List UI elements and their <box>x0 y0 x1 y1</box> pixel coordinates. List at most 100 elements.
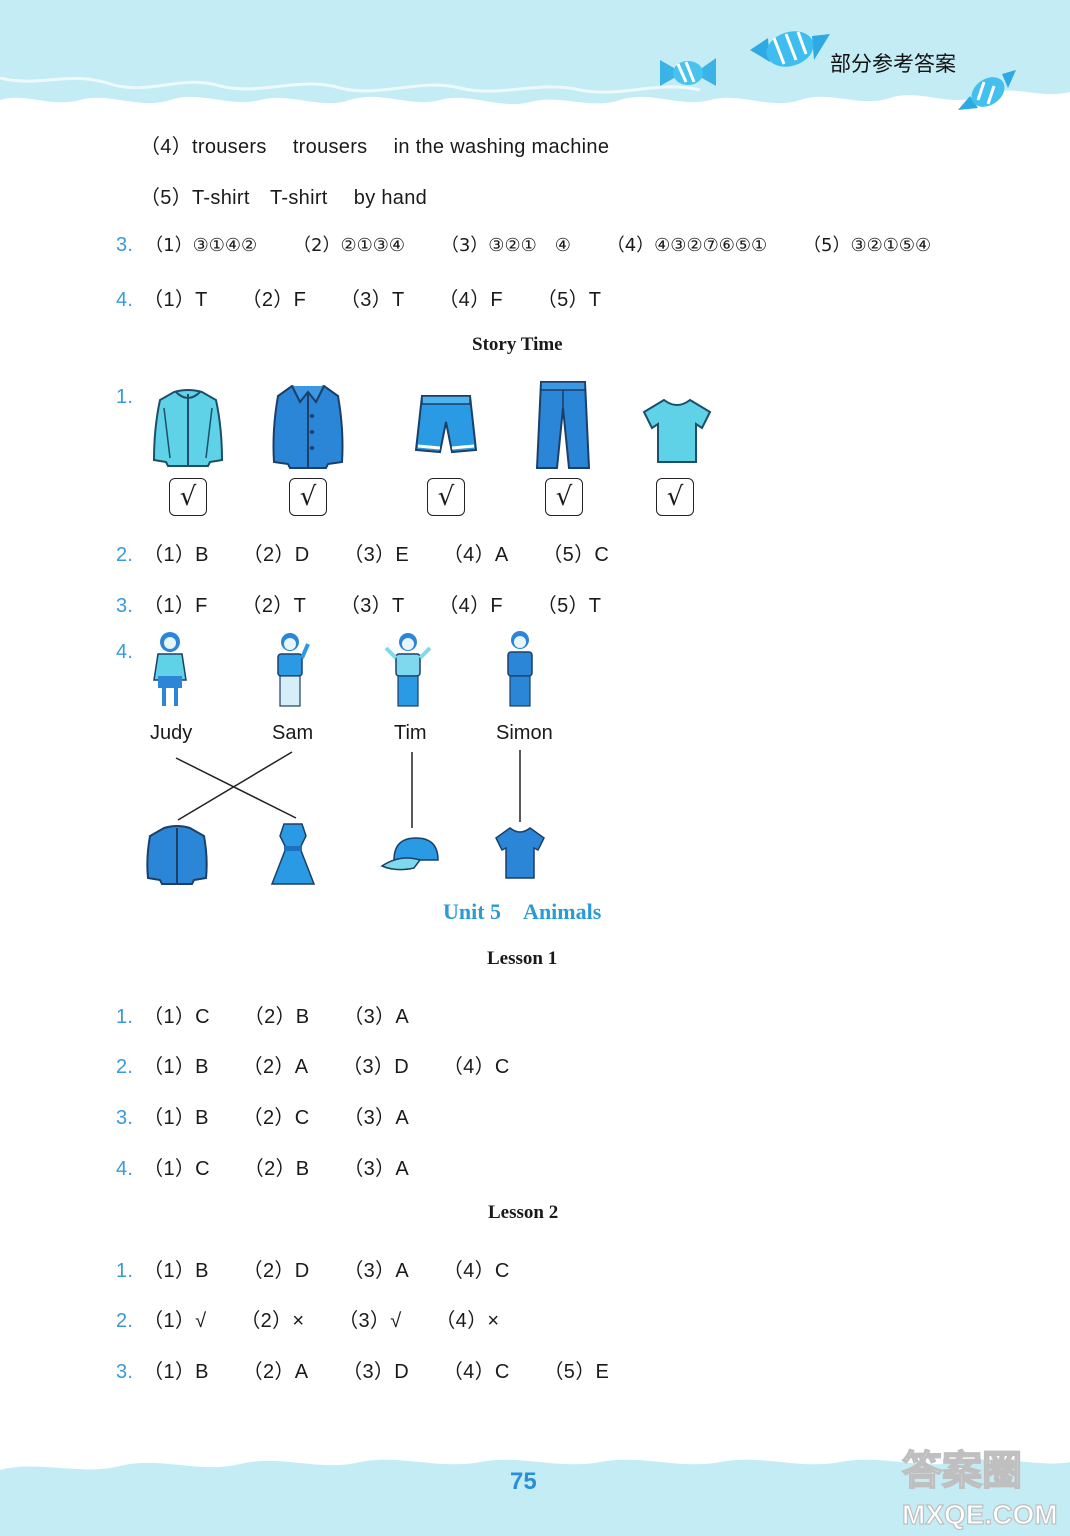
answer-row-l1-q1: 1. （1）C （2）B （3）A <box>116 1000 409 1029</box>
answer-item: （1）B <box>143 1361 209 1383</box>
footer-wave-band <box>0 1459 1070 1536</box>
check-mark: √ <box>299 482 317 512</box>
answer-item: （3）E <box>343 544 409 566</box>
answer-item: （3）A <box>343 1006 409 1028</box>
answer-item: （4）C <box>442 1260 510 1282</box>
answer-item: （5）E <box>543 1361 610 1383</box>
unit-title: Unit 5 Animals <box>443 899 602 924</box>
check-mark: √ <box>437 482 455 512</box>
answer-row-q4: 4. （1）T （2）F （3）T （4）F （5）T <box>116 283 601 312</box>
header-wave-band <box>0 0 1070 105</box>
answer-item: （1）C <box>143 1006 210 1028</box>
shorts-icon <box>414 395 478 454</box>
cap-icon <box>380 837 439 871</box>
candy-icon <box>958 70 1016 110</box>
question-number: 2. <box>116 1310 134 1332</box>
answer-row-q3: 3. （1）③①④② （2）②①③④ （3）③②① ④ （4）④③②⑦⑥⑤① （… <box>116 231 931 257</box>
question-number: 1. <box>116 1006 134 1028</box>
coat-icon <box>272 384 344 469</box>
answer-item: （2）A <box>242 1056 309 1078</box>
checkbox-checked: √ <box>289 478 327 516</box>
question-number: 3. <box>116 595 134 617</box>
answer-row-l1-q2: 2. （1）B （2）A （3）D （4）C <box>116 1050 510 1079</box>
answer-item: （3）T <box>339 595 405 617</box>
answer-item: （4）C <box>442 1056 510 1078</box>
answer-item: （1）√ <box>143 1310 207 1332</box>
answer-line-tshirt: （5）T-shirt T-shirt by hand <box>140 187 428 209</box>
answer-item: （5）T <box>536 289 602 311</box>
candy-icon <box>750 31 830 67</box>
lesson-title: Lesson 1 <box>487 948 558 969</box>
boy-figure-icon <box>384 633 432 707</box>
t-shirt-icon <box>642 398 712 463</box>
header-title: 部分参考答案 <box>830 52 956 76</box>
answer-item: （2）A <box>242 1361 309 1383</box>
question-number: 1. <box>116 1260 134 1282</box>
answer-item: （3）D <box>342 1056 409 1078</box>
answer-item: （3）③②① ④ <box>440 235 571 256</box>
checkbox-checked: √ <box>427 478 465 516</box>
name-label-sam: Sam <box>272 722 314 744</box>
trousers-icon <box>535 381 591 469</box>
answer-item: （2）B <box>243 1158 310 1180</box>
checkbox-checked: √ <box>169 478 207 516</box>
candy-icon <box>660 58 716 86</box>
answer-item: （4）④③②⑦⑥⑤① <box>606 235 768 256</box>
boy-figure-icon <box>507 631 533 707</box>
answer-item: （5）C <box>542 544 610 566</box>
question-number: 3. <box>116 1107 134 1129</box>
question-number: 3. <box>116 1361 134 1383</box>
answer-item: （5）③②①⑤④ <box>803 235 932 256</box>
answer-item: （2）C <box>242 1107 310 1129</box>
question-number: 4. <box>116 289 134 311</box>
matching-lines <box>175 750 521 828</box>
check-mark: √ <box>666 482 684 512</box>
girl-figure-icon <box>153 632 187 706</box>
answer-row-l2-q1: 1. （1）B （2）D （3）A （4）C <box>116 1254 510 1283</box>
watermark-text: MXQE.COM <box>902 1499 1058 1530</box>
answer-row-story-q3: 3. （1）F （2）T （3）T （4）F （5）T <box>116 589 601 618</box>
answer-item: （3）A <box>343 1260 409 1282</box>
watermark-logo: 答案圈 MXQE.COM <box>901 1447 1058 1530</box>
answer-item: （2）T <box>241 595 307 617</box>
answer-item: （3）A <box>343 1107 409 1129</box>
answer-item: （1）C <box>143 1158 210 1180</box>
boy-figure-icon <box>277 633 310 707</box>
answer-item: （2）D <box>242 1260 310 1282</box>
t-shirt-icon <box>495 827 545 879</box>
answer-item: （2）× <box>240 1310 305 1332</box>
lesson-title: Lesson 2 <box>488 1202 559 1223</box>
answer-line-trousers: （4）trousers trousers in the washing mach… <box>140 136 610 158</box>
answer-item: （2）B <box>243 1006 310 1028</box>
answer-item: （1）B <box>143 1107 209 1129</box>
answer-item: （1）B <box>143 1260 209 1282</box>
answer-item: （1）B <box>143 544 209 566</box>
answer-item: （5）T <box>536 595 602 617</box>
answer-item: （1）T <box>143 289 208 311</box>
answer-item: （1）B <box>143 1056 209 1078</box>
svg-text:答案圈: 答案圈 <box>902 1448 1022 1494</box>
answer-item: （3）T <box>339 289 405 311</box>
jacket-icon <box>146 825 208 885</box>
answer-item: （4）× <box>435 1310 500 1332</box>
answer-item: （2）D <box>242 544 310 566</box>
answer-row-l2-q2: 2. （1）√ （2）× （3）√ （4）× <box>116 1304 499 1333</box>
question-number: 1. <box>116 386 134 408</box>
answer-item: （4）F <box>438 595 503 617</box>
answer-item: （2）②①③④ <box>293 235 405 256</box>
answer-item: （3）√ <box>338 1310 402 1332</box>
name-label-tim: Tim <box>394 722 427 744</box>
question-number: 2. <box>116 1056 134 1078</box>
answer-item: （4）F <box>438 289 503 311</box>
question-number: 4. <box>116 641 134 663</box>
name-label-judy: Judy <box>150 722 193 744</box>
check-mark: √ <box>555 482 573 512</box>
question-number: 3. <box>116 234 134 256</box>
answer-item: （3）A <box>343 1158 409 1180</box>
answer-row-story-q2: 2. （1）B （2）D （3）E （4）A （5）C <box>116 538 609 567</box>
answer-item: （1）③①④② <box>145 235 258 256</box>
answer-item: （4）C <box>442 1361 510 1383</box>
question-number: 4. <box>116 1158 134 1180</box>
answer-row-l1-q4: 4. （1）C （2）B （3）A <box>116 1152 409 1181</box>
checkbox-checked: √ <box>656 478 694 516</box>
